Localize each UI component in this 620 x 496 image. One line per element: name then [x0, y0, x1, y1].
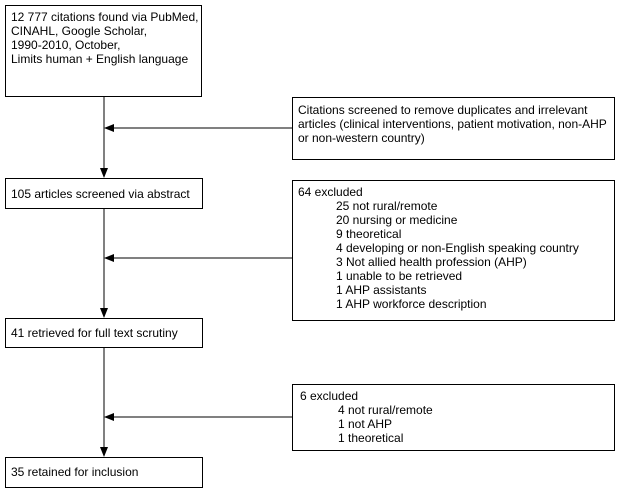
retained-box: 35 retained for inclusion — [5, 457, 203, 488]
excluded-abstract-box: 64 excluded 25 not rural/remote 20 nursi… — [292, 180, 615, 321]
excluded-abstract-item: 9 theoretical — [336, 227, 402, 241]
excluded-full-text-title: 6 excluded — [300, 389, 359, 403]
initial-search-line: Limits human + English language — [11, 52, 189, 66]
excluded-full-text-item: 1 theoretical — [338, 431, 404, 445]
excluded-abstract-item: 1 AHP workforce description — [336, 297, 487, 311]
initial-search-line: CINAHL, Google Scholar, — [11, 24, 148, 38]
excluded-full-text-item: 4 not rural/remote — [338, 403, 433, 417]
excluded-abstract-title: 64 excluded — [298, 185, 363, 199]
excluded-abstract-item: 25 not rural/remote — [336, 199, 438, 213]
excluded-abstract-item: 1 AHP assistants — [336, 283, 427, 297]
full-text-box: 41 retrieved for full text scrutiny — [5, 318, 203, 348]
abstract-screen-text: 105 articles screened via abstract — [11, 187, 190, 201]
abstract-screen-box: 105 articles screened via abstract — [5, 178, 203, 209]
excluded-abstract-item: 1 unable to be retrieved — [336, 269, 463, 283]
screen-duplicates-line: articles (clinical interventions, patien… — [298, 117, 607, 131]
retained-text: 35 retained for inclusion — [11, 465, 139, 479]
screen-duplicates-line: Citations screened to remove duplicates … — [298, 103, 588, 117]
excluded-full-text-item: 1 not AHP — [338, 417, 393, 431]
full-text-text: 41 retrieved for full text scrutiny — [11, 326, 178, 340]
screen-duplicates-line: or non-western country) — [298, 131, 425, 145]
initial-search-box: 12 777 citations found via PubMed, CINAH… — [5, 5, 202, 97]
initial-search-line: 1990-2010, October, — [11, 38, 121, 52]
excluded-abstract-item: 3 Not allied health profession (AHP) — [336, 255, 527, 269]
excluded-abstract-item: 20 nursing or medicine — [336, 213, 458, 227]
screen-duplicates-box: Citations screened to remove duplicates … — [292, 97, 615, 160]
excluded-abstract-item: 4 developing or non-English speaking cou… — [336, 241, 579, 255]
excluded-full-text-box: 6 excluded 4 not rural/remote 1 not AHP … — [292, 384, 615, 451]
initial-search-line: 12 777 citations found via PubMed, — [11, 10, 199, 24]
